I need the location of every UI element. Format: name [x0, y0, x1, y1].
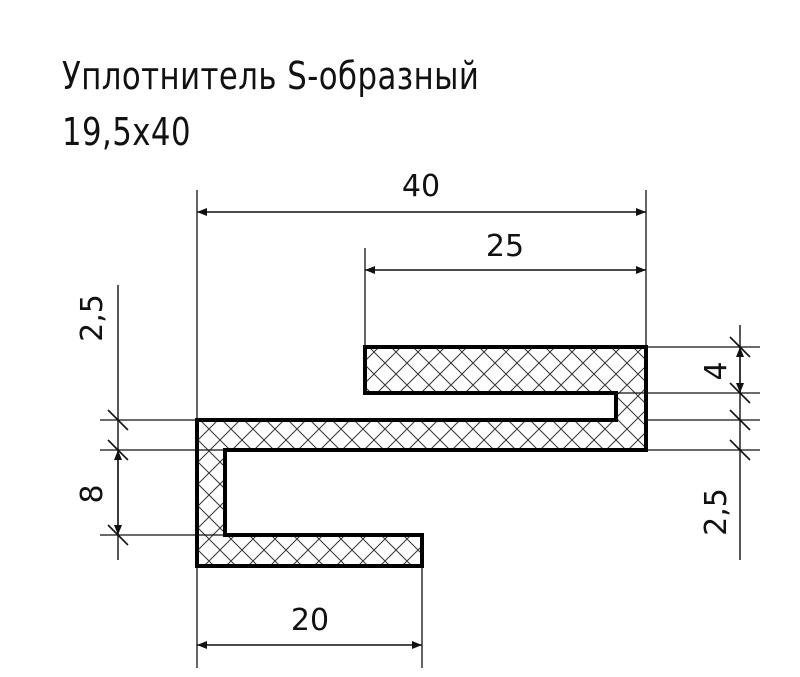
dim-label-40: 40	[402, 169, 440, 204]
dim-label-4: 4	[699, 361, 734, 380]
title-line-2: 19,5x40	[62, 110, 191, 154]
dim-label-2-5-right: 2,5	[699, 488, 734, 536]
seal-profile	[195, 345, 648, 568]
dim-label-20: 20	[291, 603, 329, 638]
dim-label-8: 8	[75, 484, 110, 503]
dim-label-2-5-left: 2,5	[75, 294, 110, 342]
dimension-ticks	[107, 336, 751, 546]
drawing-title: Уплотнитель S-образный 19,5x40	[62, 48, 479, 160]
dim-label-25: 25	[486, 229, 524, 264]
title-line-1: Уплотнитель S-образный	[62, 54, 480, 98]
